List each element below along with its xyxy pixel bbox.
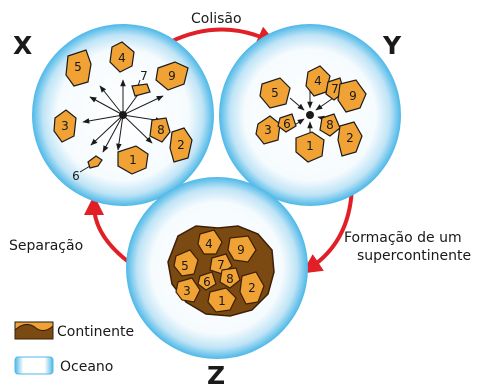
continent-x-5-label: 5 bbox=[74, 60, 82, 74]
continent-x-7 bbox=[131, 83, 151, 97]
stage-label-y: Y bbox=[382, 31, 402, 60]
continent-y-9 bbox=[337, 79, 367, 113]
legend-continent-swatch bbox=[14, 321, 54, 340]
continent-x-4 bbox=[109, 41, 135, 73]
stage-label-z: Z bbox=[207, 361, 225, 387]
continent-z-4-label: 4 bbox=[205, 237, 213, 251]
continent-z-1 bbox=[207, 287, 237, 313]
continent-y-8-label: 8 bbox=[326, 118, 334, 132]
continent-z-8 bbox=[219, 267, 241, 289]
continent-x-6-label: 6 bbox=[72, 169, 80, 183]
continent-y-3 bbox=[255, 115, 281, 145]
stage-y-continents: 5 4 7 9 3 6 8 2 1 bbox=[255, 65, 367, 163]
continent-z-6 bbox=[197, 271, 217, 291]
stage-z-supercontinent: 4 9 5 7 6 8 3 2 1 bbox=[167, 225, 275, 317]
continent-x-7-label: 7 bbox=[140, 69, 148, 83]
formation-label-line1: Formação de um bbox=[344, 230, 462, 246]
continent-y-2 bbox=[337, 121, 363, 157]
continent-x-4-label: 4 bbox=[118, 51, 126, 65]
continent-x-6 bbox=[87, 155, 103, 169]
continent-y-4-label: 4 bbox=[314, 74, 322, 88]
continent-z-2-label: 2 bbox=[248, 281, 256, 295]
legend-continent-label: Continente bbox=[57, 324, 134, 340]
legend-ocean-label: Oceano bbox=[60, 359, 113, 375]
continent-x-3 bbox=[53, 109, 77, 143]
continent-y-1-label: 1 bbox=[306, 139, 314, 153]
continent-x-3-label: 3 bbox=[61, 119, 69, 133]
continent-z-7-label: 7 bbox=[217, 258, 225, 272]
continent-x-8 bbox=[149, 117, 171, 143]
continent-y-5 bbox=[259, 77, 291, 109]
collision-arrow bbox=[169, 26, 278, 45]
continent-y-1 bbox=[295, 131, 325, 163]
continent-x-1 bbox=[117, 145, 149, 175]
continent-z-9 bbox=[227, 235, 257, 263]
continent-z-3 bbox=[175, 277, 201, 303]
continent-z-5-label: 5 bbox=[181, 259, 189, 273]
continent-6-leader bbox=[79, 165, 91, 173]
continent-y-5-label: 5 bbox=[271, 86, 279, 100]
legend: Continente Oceano bbox=[14, 321, 134, 375]
continent-y-6-label: 6 bbox=[283, 117, 291, 131]
continent-z-4 bbox=[197, 229, 223, 255]
continent-z-9-label: 9 bbox=[237, 243, 245, 257]
continent-x-9-label: 9 bbox=[168, 69, 176, 83]
stage-x-continents: 5 4 9 7 3 8 2 1 6 bbox=[53, 41, 193, 183]
formation-label-line2: supercontinente bbox=[357, 248, 471, 264]
continent-x-2-label: 2 bbox=[177, 138, 185, 152]
stage-label-x: X bbox=[13, 31, 32, 60]
continent-x-5 bbox=[65, 49, 92, 87]
continent-z-5 bbox=[173, 249, 199, 277]
continent-z-1-label: 1 bbox=[218, 294, 226, 308]
continent-z-2 bbox=[239, 271, 265, 305]
continent-y-2-label: 2 bbox=[346, 131, 354, 145]
continent-y-3-label: 3 bbox=[264, 123, 272, 137]
continent-x-9 bbox=[155, 61, 189, 91]
continent-y-8 bbox=[319, 113, 341, 137]
legend-ocean-swatch bbox=[14, 356, 54, 375]
continent-y-6 bbox=[277, 113, 297, 133]
continent-x-8-label: 8 bbox=[157, 123, 165, 137]
continent-y-9-label: 9 bbox=[349, 89, 357, 103]
continent-7-leader bbox=[137, 79, 141, 87]
continent-z-8-label: 8 bbox=[226, 272, 234, 286]
continent-y-7-label: 7 bbox=[331, 82, 339, 96]
continent-z-3-label: 3 bbox=[183, 284, 191, 298]
continent-x-2 bbox=[169, 127, 193, 163]
continent-x-1-label: 1 bbox=[129, 153, 137, 167]
separation-label: Separação bbox=[9, 238, 83, 254]
continent-z-6-label: 6 bbox=[203, 275, 211, 289]
collision-label: Colisão bbox=[191, 11, 242, 27]
